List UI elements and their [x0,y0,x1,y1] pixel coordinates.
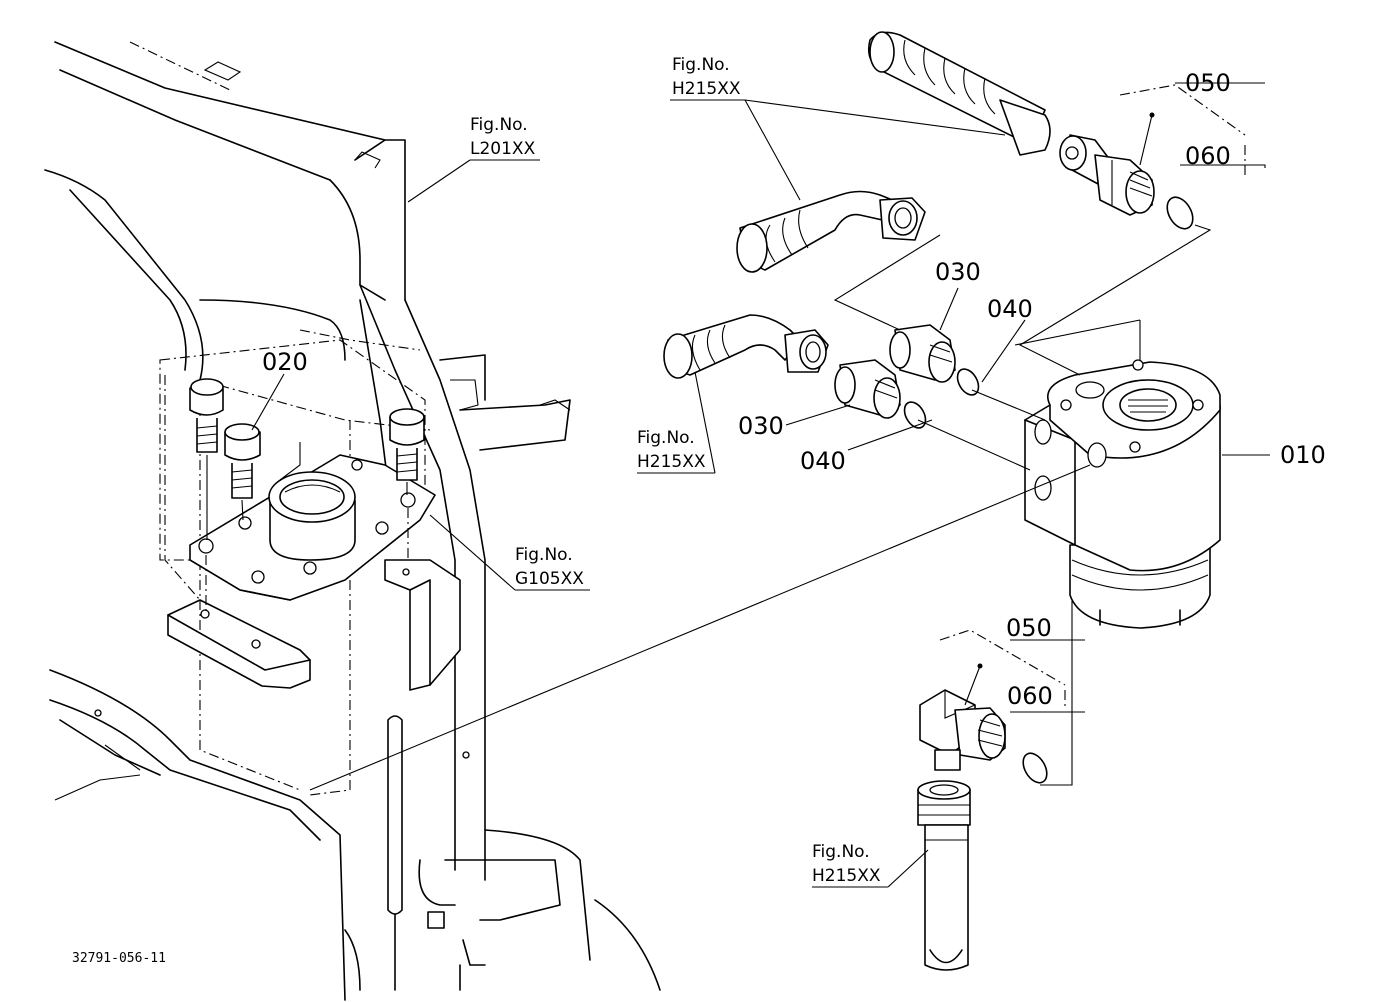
figref-h215-top-label: Fig.No. [672,55,730,75]
part-label-050-top: 050 [1185,69,1231,97]
hose-top [867,31,1194,230]
part-label-020: 020 [262,348,308,376]
part-label-010: 010 [1280,441,1326,469]
valve-010 [1024,359,1221,629]
part-label-060-top: 060 [1185,142,1231,170]
figref-h215-bot-code: H215XX [812,866,881,886]
figref-h215-mid-code: H215XX [637,452,706,472]
part-label-030-lower: 030 [738,412,784,440]
figref-h215-bot-label: Fig.No. [812,842,870,862]
fittings-030 [834,324,980,429]
bolts-020 [189,378,425,540]
hose-bottom [917,663,1048,971]
drawing-code: 32791-056-11 [72,951,166,966]
part-label-060-bottom: 060 [1007,682,1053,710]
figure-references: Fig.No. L201XX Fig.No. H215XX Fig.No. G1… [470,55,881,886]
hose-mid-upper [736,190,926,273]
mounting-plate [159,339,436,689]
frame-structure [44,41,661,1001]
figref-l201-code: L201XX [470,139,536,159]
part-label-050-bottom: 050 [1006,614,1052,642]
figref-h215-mid-label: Fig.No. [637,428,695,448]
leader-lines [251,82,1270,888]
figref-g105-label: Fig.No. [515,545,573,565]
part-labels: 010 020 030 030 040 040 050 050 060 060 [262,69,1326,710]
hose-mid-lower [663,314,829,379]
figref-l201-label: Fig.No. [470,115,528,135]
part-label-040-upper: 040 [987,295,1033,323]
part-label-030-upper: 030 [935,258,981,286]
figref-g105-code: G105XX [515,569,584,589]
part-label-040-lower: 040 [800,447,846,475]
figref-h215-top-code: H215XX [672,79,741,99]
